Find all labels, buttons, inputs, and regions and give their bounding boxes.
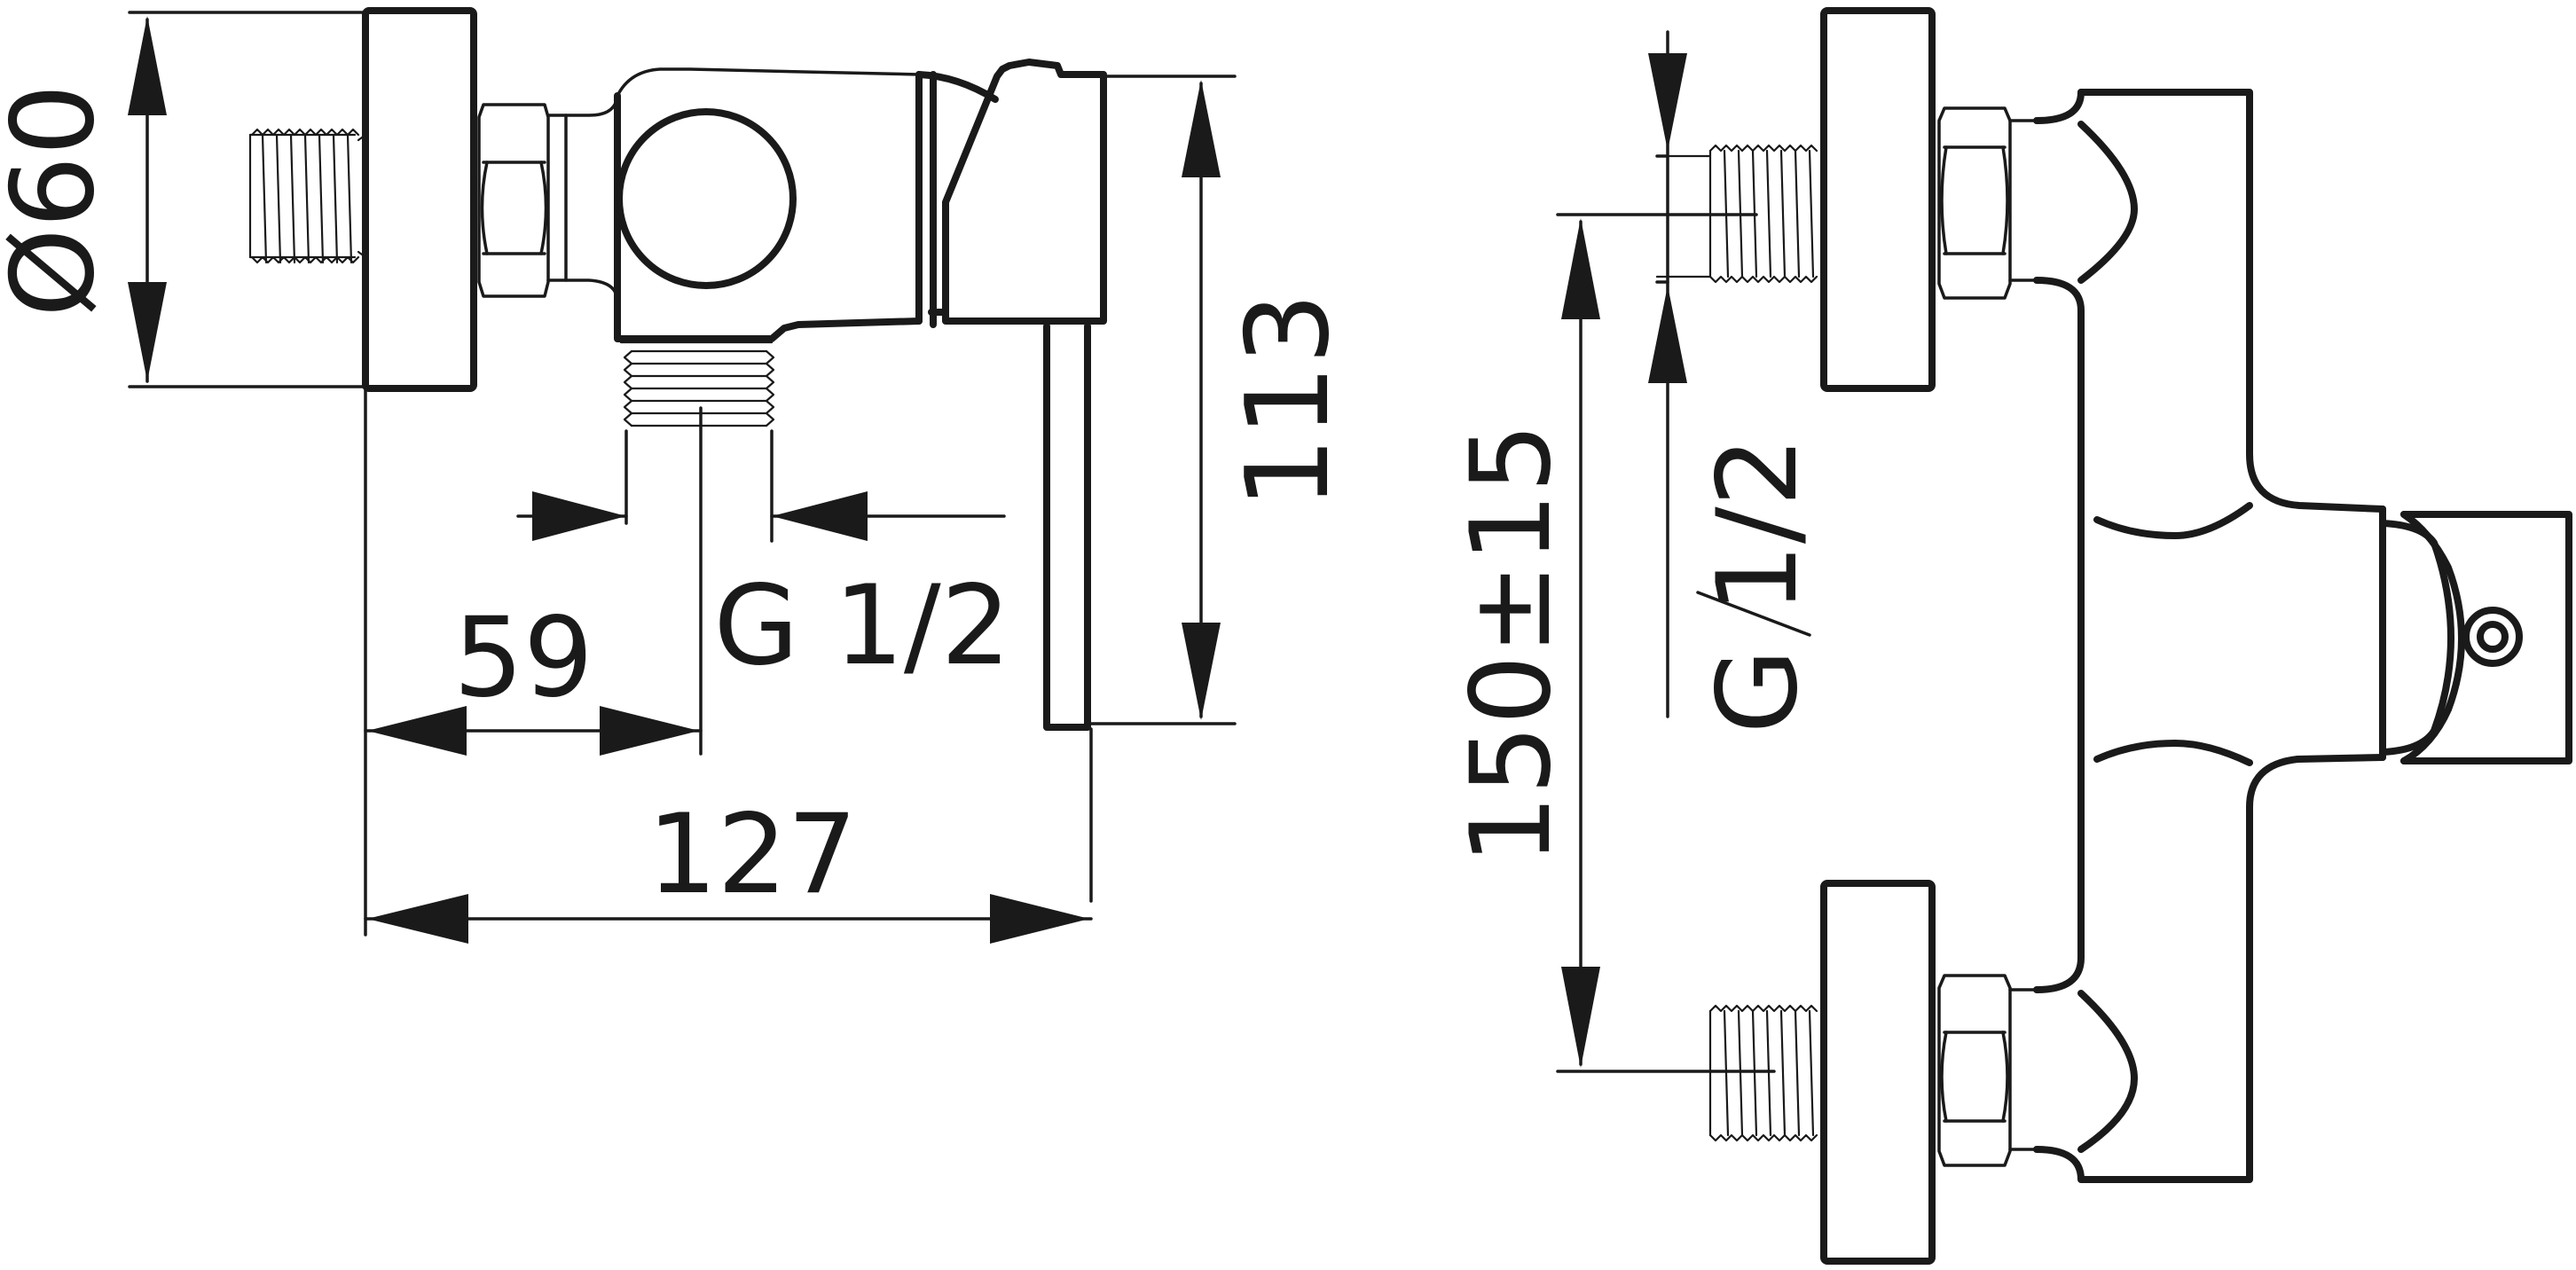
side-rosette [362,7,477,392]
side-handle [928,59,1107,731]
dim-total-length-label: 127 [648,791,858,919]
dim-thread-label-side: G 1/2 [713,562,1010,690]
dim-center-distance-label: 150±15 [1448,423,1575,865]
front-nut-top [1937,106,2038,300]
side-body [614,71,999,342]
side-view: Ø60 113 59 G 1/2 127 [0,7,1355,944]
side-outlet-thread [619,341,775,427]
front-body [2033,89,2386,1183]
side-wall-thread [248,128,367,264]
front-view: 150±15 G 1/2 [1448,7,2572,1265]
handle-knob [2462,607,2523,667]
front-arrowheads [1561,53,1687,1068]
dim-height-label: 113 [1222,293,1355,509]
dim-diameter-label: Ø60 [0,83,120,318]
front-thread-bottom [1708,1004,1818,1142]
dim-thread-label-front: G 1/2 [1694,436,1822,733]
front-rosette-bottom [1820,880,1936,1265]
side-arrowheads [128,16,1221,944]
front-rosette-top [1820,7,1936,392]
dim-thread-width-label: 59 [453,594,593,722]
front-handle [2379,506,2572,764]
front-nut-bottom [1937,974,2038,1167]
